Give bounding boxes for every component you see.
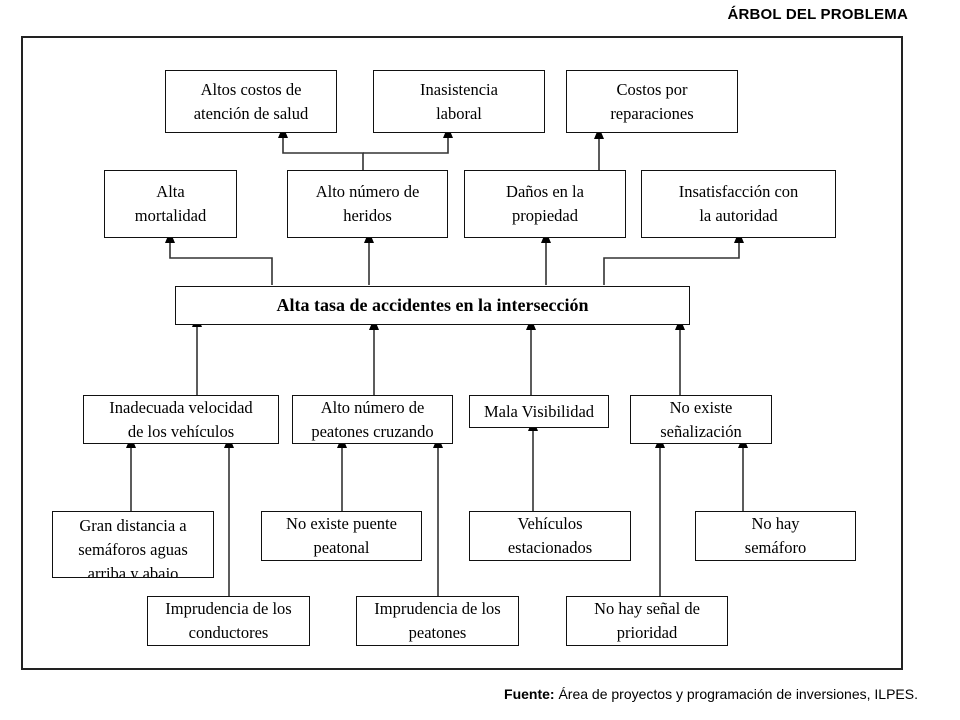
cause-no-existe-puente-peatonal: No existe puente peatonal — [261, 511, 422, 561]
effect-inasistencia-laboral: Inasistencia laboral — [373, 70, 545, 133]
cause-inadecuada-velocidad: Inadecuada velocidad de los vehículos — [83, 395, 279, 444]
effect-altos-costos-salud: Altos costos de atención de salud — [165, 70, 337, 133]
cause-no-hay-senal-prioridad: No hay señal de prioridad — [566, 596, 728, 646]
diagram-frame — [21, 36, 903, 670]
cause-imprudencia-peatones: Imprudencia de los peatones — [356, 596, 519, 646]
cause-alto-numero-peatones: Alto número de peatones cruzando — [292, 395, 453, 444]
source-label: Fuente: — [504, 686, 555, 702]
effect-insatisfaccion-autoridad: Insatisfacción con la autoridad — [641, 170, 836, 238]
cause-no-hay-semaforo: No hay semáforo — [695, 511, 856, 561]
cause-vehiculos-estacionados: Vehículos estacionados — [469, 511, 631, 561]
cause-no-existe-senalizacion: No existe señalización — [630, 395, 772, 444]
effect-alta-mortalidad: Alta mortalidad — [104, 170, 237, 238]
effect-danos-propiedad: Daños en la propiedad — [464, 170, 626, 238]
source-text: Área de proyectos y programación de inve… — [554, 686, 918, 702]
effect-costos-reparaciones: Costos por reparaciones — [566, 70, 738, 133]
document-title: ÁRBOL DEL PROBLEMA — [727, 6, 908, 23]
cause-mala-visibilidad: Mala Visibilidad — [469, 395, 609, 428]
cause-gran-distancia-semaforos: Gran distancia a semáforos aguas arriba … — [52, 511, 214, 578]
cause-imprudencia-conductores: Imprudencia de los conductores — [147, 596, 310, 646]
central-problem: Alta tasa de accidentes en la intersecci… — [175, 286, 690, 325]
source-note: Fuente: Área de proyectos y programación… — [504, 686, 918, 702]
effect-alto-numero-heridos: Alto número de heridos — [287, 170, 448, 238]
